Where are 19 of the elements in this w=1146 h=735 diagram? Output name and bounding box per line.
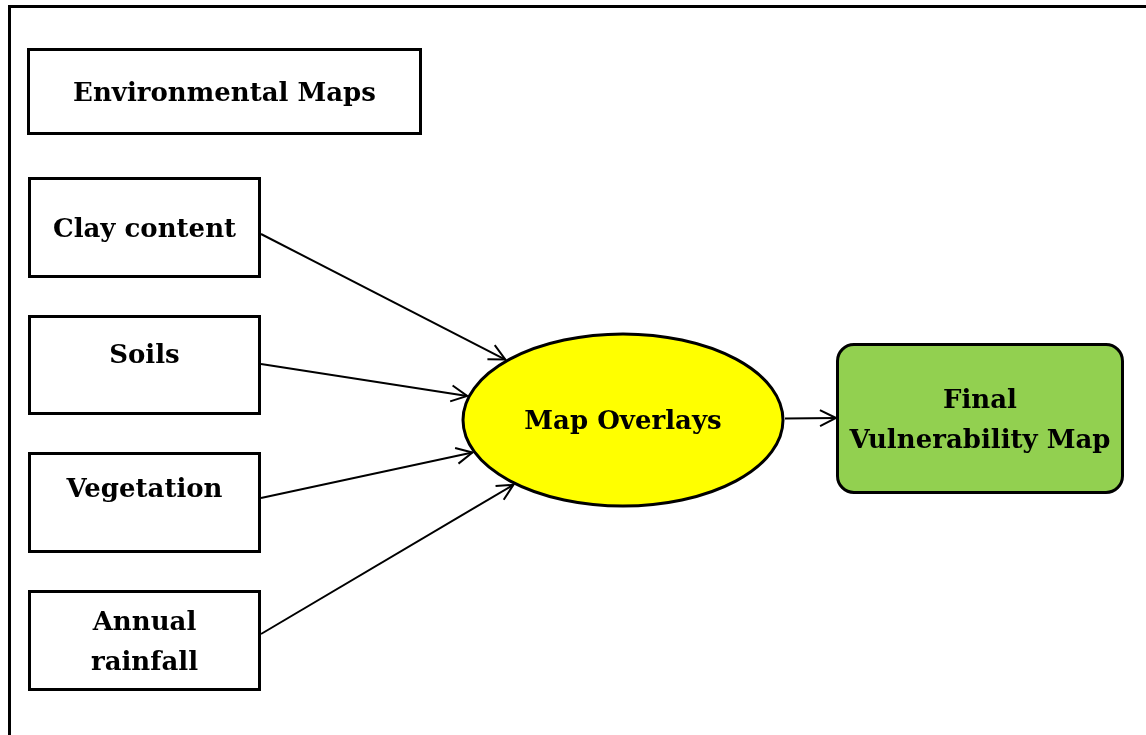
input-map-box [28, 177, 261, 278]
input-map-box [28, 315, 261, 415]
arrow [260, 363, 469, 403]
node-label: Final Vulnerability Map [848, 382, 1112, 456]
input-map-box [28, 590, 261, 691]
arrow [260, 483, 515, 635]
arrow [260, 447, 474, 499]
node-label: Map Overlays [523, 404, 723, 437]
node-label: Clay content [51, 211, 238, 245]
arrow [784, 409, 837, 428]
arrow [260, 233, 507, 361]
title-box [27, 48, 422, 135]
input-map-box [28, 452, 261, 553]
node-label: Vegetation [65, 471, 224, 505]
node-label: Soils [108, 338, 181, 371]
node-label: Environmental Maps [72, 75, 377, 109]
output-box [836, 343, 1124, 494]
process-ellipse [461, 332, 785, 508]
node-label: Annual rainfall [89, 604, 200, 678]
